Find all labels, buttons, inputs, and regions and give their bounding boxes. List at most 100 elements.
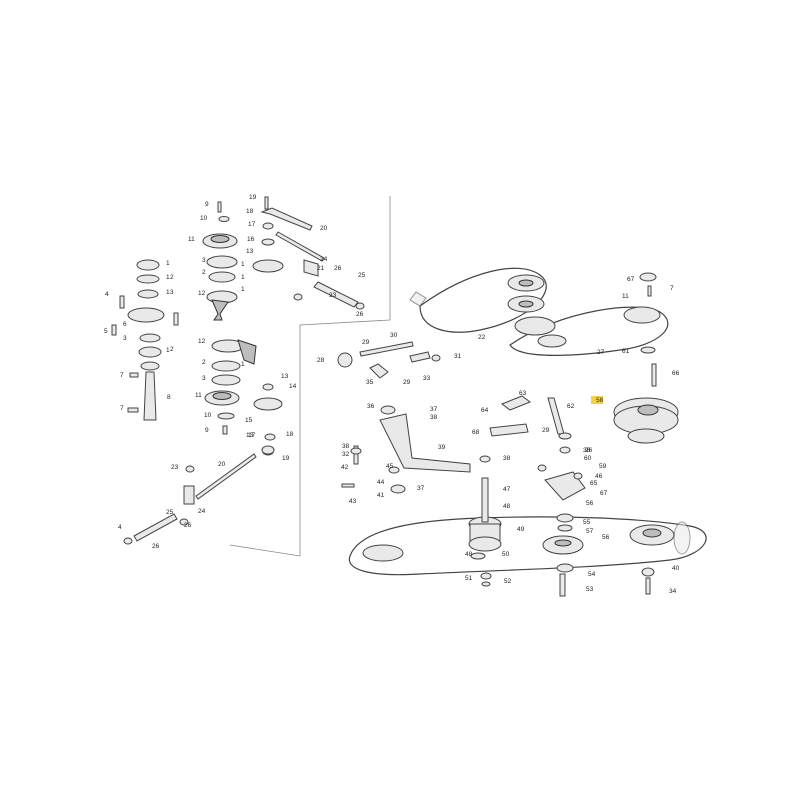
part-label-19: 19 [249, 194, 257, 201]
part-label-38: 38 [342, 443, 350, 450]
part-label-2: 2 [202, 269, 206, 276]
part-label-25: 25 [358, 272, 366, 279]
part-label-11: 11 [195, 392, 202, 399]
part-label-45: 45 [386, 463, 394, 470]
part-label-16: 16 [247, 236, 255, 243]
part-label-37: 37 [430, 406, 438, 413]
part-label-23: 23 [171, 464, 179, 471]
part-label-24: 24 [320, 256, 328, 263]
part-label-5: 5 [104, 328, 108, 335]
part-label-18: 18 [286, 431, 294, 438]
part-label-24: 24 [198, 508, 206, 515]
part-label-18: 18 [246, 208, 254, 215]
electric-clutch-part-58 [613, 397, 679, 444]
highlight-box-part-58 [591, 396, 603, 404]
part-label-13: 13 [246, 248, 254, 255]
part-label-63: 63 [519, 390, 527, 397]
part-label-28: 28 [317, 357, 325, 364]
middle-linkage [337, 341, 491, 494]
part-label-38: 38 [503, 455, 511, 462]
part-label-67: 67 [600, 490, 608, 497]
part-label-1: 1 [166, 347, 170, 354]
part-label-54: 54 [588, 571, 596, 578]
part-label-2: 2 [170, 274, 174, 281]
part-label-31: 31 [454, 353, 462, 360]
part-label-21: 21 [317, 265, 325, 272]
part-label-27: 27 [597, 349, 605, 356]
part-label-12: 12 [198, 290, 206, 297]
part-label-17: 17 [248, 432, 256, 439]
lower-belt-assembly [348, 477, 707, 597]
part-label-62: 62 [567, 403, 575, 410]
part-label-14: 14 [289, 383, 297, 390]
part-label-7: 7 [120, 405, 124, 412]
part-label-42: 42 [341, 464, 349, 471]
part-label-30: 30 [390, 332, 398, 339]
part-label-41: 41 [377, 492, 385, 499]
part-label-51: 51 [465, 575, 473, 582]
part-label-48: 48 [465, 551, 473, 558]
part-label-9: 9 [205, 427, 209, 434]
part-label-26: 26 [334, 265, 342, 272]
part-label-20: 20 [320, 225, 328, 232]
part-label-29: 29 [542, 427, 550, 434]
part-label-11: 11 [188, 236, 195, 243]
part-label-65: 65 [590, 480, 598, 487]
part-label-56: 56 [602, 534, 610, 541]
part-label-13: 13 [246, 432, 254, 439]
part-label-26: 26 [152, 543, 160, 550]
part-label-52: 52 [504, 578, 512, 585]
part-label-34: 34 [669, 588, 677, 595]
part-label-43: 43 [349, 498, 357, 505]
part-label-49: 49 [517, 526, 525, 533]
part-label-12: 12 [198, 338, 206, 345]
part-label-60: 60 [584, 455, 592, 462]
part-label-22: 22 [478, 334, 486, 341]
part-label-2: 2 [202, 359, 206, 366]
part-label-47: 47 [503, 486, 511, 493]
part-label-1: 1 [241, 274, 245, 281]
part-label-10: 10 [200, 215, 208, 222]
section-divider [229, 196, 391, 557]
part-label-6: 6 [123, 321, 127, 328]
part-label-29: 29 [403, 379, 411, 386]
upper-belt-assembly [409, 267, 669, 387]
part-label-39: 39 [438, 444, 446, 451]
part-label-7: 7 [670, 285, 674, 292]
part-label-48: 48 [503, 503, 511, 510]
part-label-1: 1 [166, 260, 170, 267]
part-label-59: 59 [599, 463, 607, 470]
part-label-3: 3 [123, 335, 127, 342]
part-label-29: 29 [362, 339, 370, 346]
part-label-58: 58 [596, 397, 604, 404]
part-label-64: 64 [481, 407, 489, 414]
part-label-68: 68 [472, 429, 480, 436]
part-label-11: 11 [622, 293, 629, 300]
part-label-1: 1 [241, 361, 245, 368]
part-label-26: 26 [585, 447, 593, 454]
left-bearing-column [111, 259, 179, 421]
part-label-9: 9 [205, 201, 209, 208]
lower-left-linkage [123, 445, 275, 545]
part-label-7: 7 [120, 372, 124, 379]
part-label-1: 1 [241, 286, 245, 293]
part-label-32: 32 [342, 451, 350, 458]
part-label-1: 1 [166, 274, 170, 281]
part-label-50: 50 [502, 551, 510, 558]
idler-bracket [489, 395, 586, 501]
part-label-1: 1 [241, 261, 245, 268]
part-label-13: 13 [281, 373, 289, 380]
part-label-57: 57 [586, 528, 594, 535]
part-label-56: 56 [586, 500, 594, 507]
part-label-3: 3 [202, 257, 206, 264]
part-number-labels: 1111111122223333445677789910101111111212… [104, 194, 680, 595]
part-label-19: 19 [282, 455, 290, 462]
part-label-37: 37 [417, 485, 425, 492]
part-label-66: 66 [672, 370, 680, 377]
part-label-26: 26 [184, 522, 192, 529]
part-label-38: 38 [583, 447, 591, 454]
part-label-4: 4 [105, 291, 109, 298]
part-label-17: 17 [248, 221, 256, 228]
part-label-15: 15 [245, 417, 253, 424]
